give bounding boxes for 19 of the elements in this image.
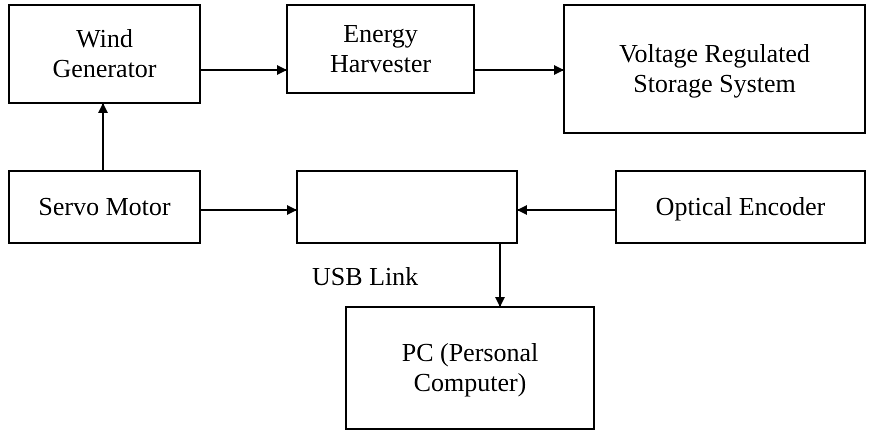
arrow <box>201 205 297 215</box>
arrow <box>495 244 505 307</box>
process-box <box>8 4 201 104</box>
box-label: Servo Motor <box>38 192 171 222</box>
arrow <box>98 103 108 170</box>
process-box <box>286 4 475 94</box>
arrow <box>475 65 564 75</box>
process-box <box>8 170 201 244</box>
process-box <box>345 306 595 430</box>
box-label: Energy Harvester <box>328 19 432 79</box>
arrow <box>517 205 615 215</box>
box-label: PC (Personal Computer) <box>400 338 540 398</box>
process-box <box>563 4 866 134</box>
box-label: Voltage Regulated Storage System <box>618 39 811 99</box>
box-label: Wind Generator <box>52 24 158 84</box>
process-box <box>615 170 866 244</box>
process-box <box>296 170 518 244</box>
box-label: Optical Encoder <box>656 192 826 222</box>
arrow <box>201 65 287 75</box>
